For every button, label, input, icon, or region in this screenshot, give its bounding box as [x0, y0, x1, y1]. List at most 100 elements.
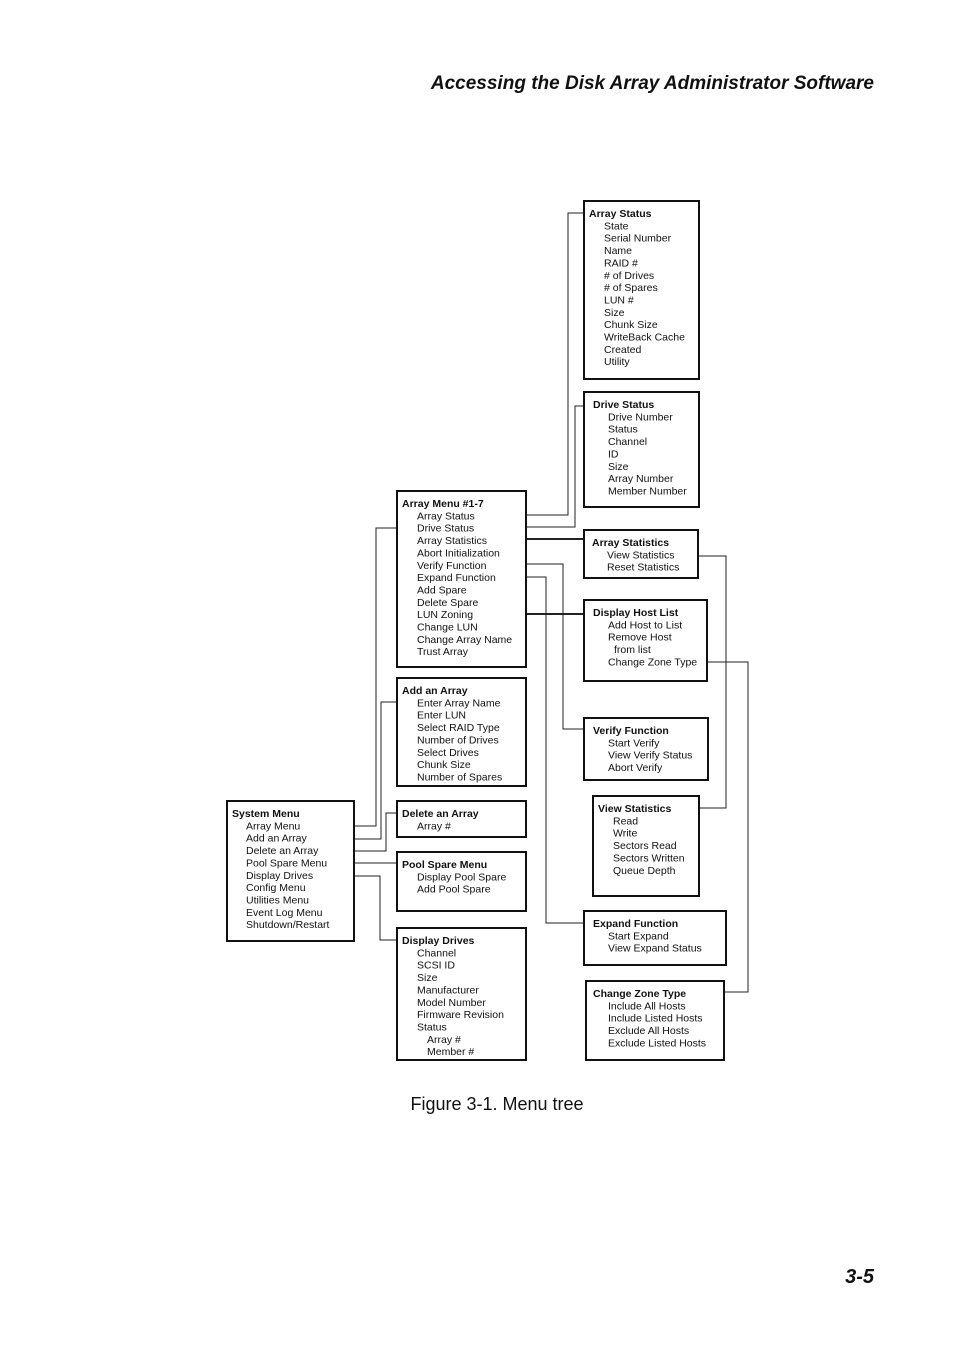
menu-item: Size — [417, 972, 438, 984]
menu-item: RAID # — [604, 257, 638, 269]
menu-item: Abort Verify — [608, 762, 663, 774]
menu-item: WriteBack Cache — [604, 332, 685, 344]
menu-item: Read — [613, 815, 638, 827]
menu-item: Expand Function — [417, 572, 496, 584]
menu-item: Exclude Listed Hosts — [608, 1037, 706, 1049]
menu-item: Array Status — [417, 510, 475, 522]
box-frame — [583, 910, 727, 966]
menu-item: # of Drives — [604, 270, 654, 282]
menu-item: Name — [604, 245, 632, 257]
menu-item: LUN # — [604, 294, 634, 306]
box-frame — [396, 927, 527, 1061]
figure-caption: Figure 3-1. Menu tree — [410, 1094, 584, 1114]
box-frame — [396, 677, 527, 787]
menu-item: Write — [613, 828, 637, 840]
box-frame — [592, 795, 700, 897]
menu-item: Select Drives — [417, 747, 479, 759]
menu-title: Verify Function — [593, 725, 669, 737]
running-header: Accessing the Disk Array Administrator S… — [430, 73, 874, 94]
menu-title: Pool Spare Menu — [402, 859, 487, 871]
menu-item: Chunk Size — [417, 759, 471, 771]
connector-verify-function — [506, 563, 584, 730]
box-frame — [396, 851, 527, 912]
menu-item: Change LUN — [417, 622, 478, 634]
menu-item: Member Number — [608, 485, 687, 497]
menu-item: Size — [608, 461, 629, 473]
menu-item: Sectors Read — [613, 840, 677, 852]
menu-item: Size — [604, 307, 625, 319]
menu-item: Verify Function — [417, 560, 487, 572]
menu-item: Shutdown/Restart — [246, 919, 330, 931]
menu-item: Array Menu — [246, 820, 300, 832]
menu-title: Array Status — [589, 208, 652, 220]
menu-item: Include Listed Hosts — [608, 1013, 703, 1025]
menu-item: from list — [614, 644, 651, 656]
menu-item: LUN Zoning — [417, 609, 473, 621]
menu-title: Array Menu #1-7 — [402, 498, 484, 510]
menu-title: System Menu — [232, 808, 300, 820]
connector-array-status — [496, 212, 584, 516]
menu-item: Abort Initialization — [417, 547, 500, 559]
page-number: 3-5 — [845, 1266, 874, 1288]
connector-view-statistics — [680, 555, 727, 809]
menu-title: Display Host List — [593, 607, 679, 619]
menu-item: Manufacturer — [417, 984, 479, 996]
menu-item: Display Drives — [246, 870, 313, 882]
menu-item: Firmware Revision — [417, 1009, 504, 1021]
connector-expand-function — [509, 576, 584, 924]
menu-item: Sectors Written — [613, 852, 685, 864]
connector-change-zone-type — [704, 661, 749, 993]
menu-item: Pool Spare Menu — [246, 857, 327, 869]
menu-item: Include All Hosts — [608, 1000, 686, 1012]
menu-item: ID — [608, 448, 619, 460]
menu-item: View Verify Status — [608, 750, 692, 762]
menu-item: Number of Spares — [417, 771, 502, 783]
menu-item: Utility — [604, 356, 630, 368]
menu-item: Array Number — [608, 473, 674, 485]
menu-item: Member # — [427, 1046, 474, 1058]
menu-item: Start Verify — [608, 737, 660, 749]
menu-title: Display Drives — [402, 935, 475, 947]
menu-item: View Statistics — [607, 549, 675, 561]
menu-title: Change Zone Type — [593, 988, 686, 1000]
menu-item: # of Spares — [604, 282, 658, 294]
menu-item: Select RAID Type — [417, 722, 500, 734]
box-frame — [396, 800, 527, 838]
menu-item: Display Pool Spare — [417, 871, 506, 883]
menu-title: Expand Function — [593, 918, 678, 930]
box-frame — [583, 200, 700, 380]
menu-item: Trust Array — [417, 646, 469, 658]
menu-item: Utilities Menu — [246, 894, 309, 906]
menu-item: Queue Depth — [613, 865, 676, 877]
box-frame — [585, 980, 725, 1061]
box-frame — [583, 717, 709, 781]
box-frame — [396, 490, 527, 668]
menu-item: Add an Array — [246, 833, 307, 845]
menu-item: SCSI ID — [417, 960, 455, 972]
menu-item: Change Zone Type — [608, 656, 697, 668]
menu-item: Start Expand — [608, 930, 669, 942]
menu-title: Add an Array — [402, 685, 468, 697]
box-frame — [583, 529, 699, 579]
menu-item: Reset Statistics — [607, 562, 679, 574]
menu-item: Exclude All Hosts — [608, 1025, 689, 1037]
menu-item: Add Spare — [417, 584, 467, 596]
menu-title: Array Statistics — [592, 537, 669, 549]
menu-title: View Statistics — [598, 803, 672, 815]
menu-item: Array Statistics — [417, 535, 487, 547]
menu-item: Status — [608, 424, 638, 436]
menu-item: Change Array Name — [417, 634, 512, 646]
connector-add-array — [333, 701, 397, 840]
